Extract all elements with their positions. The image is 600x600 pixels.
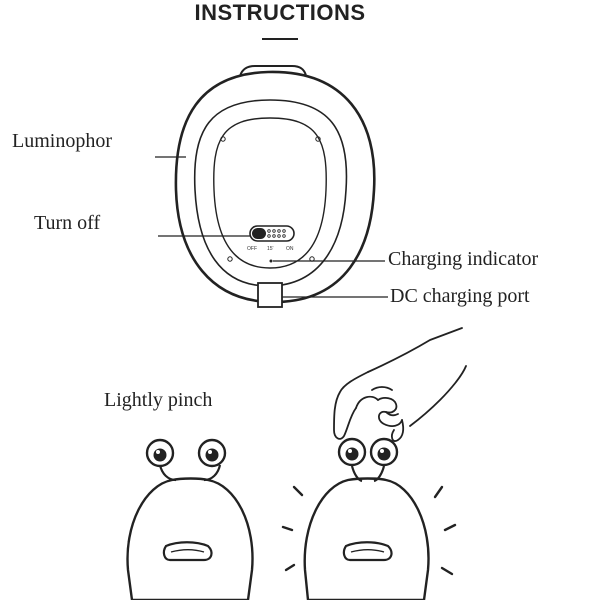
glow-rays-icon xyxy=(281,485,457,576)
charging-indicator-label: Charging indicator xyxy=(388,248,539,270)
switch-mark-timer: 15' xyxy=(267,246,274,252)
dc-charging-port xyxy=(257,282,283,308)
luminophor-label: Luminophor xyxy=(12,130,112,152)
switch-mark-off: OFF xyxy=(247,246,257,252)
power-switch-knob xyxy=(252,228,266,239)
switch-mark-on: ON xyxy=(286,246,294,252)
turn-off-label: Turn off xyxy=(34,212,101,234)
page-title: INSTRUCTIONS xyxy=(194,0,366,25)
screw-dot xyxy=(315,136,321,142)
power-switch xyxy=(249,225,295,242)
lightly-pinch-label: Lightly pinch xyxy=(104,389,213,411)
top-button-bump xyxy=(239,65,307,77)
screw-dot xyxy=(227,256,233,262)
mouth-icon xyxy=(342,541,393,562)
mouth-icon xyxy=(162,541,213,562)
hand-pinch-icon xyxy=(333,327,467,442)
luminophor-inner-panel xyxy=(213,117,327,269)
snail-lamp-lit xyxy=(281,437,457,600)
screw-dot xyxy=(220,136,226,142)
snail-lamp-idle xyxy=(126,438,254,600)
charging-indicator-dot xyxy=(269,259,273,263)
title-underline xyxy=(262,38,298,40)
dc-port-label: DC charging port xyxy=(390,285,530,307)
